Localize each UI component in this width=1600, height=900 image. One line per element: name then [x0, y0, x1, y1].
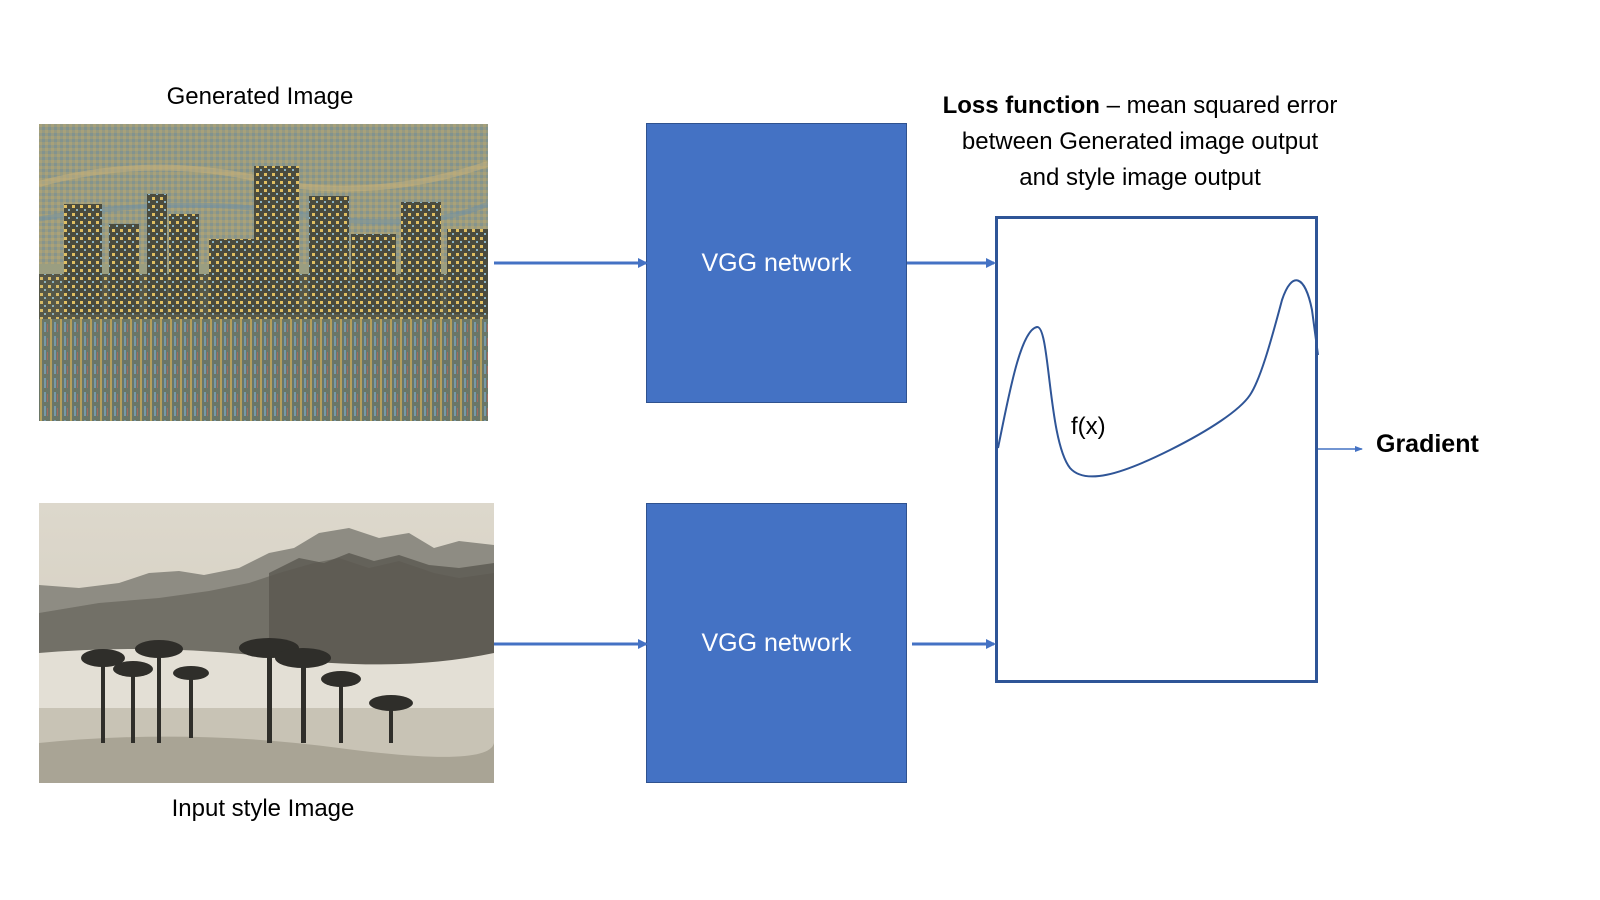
loss-desc-line1: Loss function – mean squared error	[880, 88, 1400, 124]
fx-label: f(x)	[1071, 413, 1106, 440]
loss-function-box	[995, 216, 1318, 683]
loss-function-title: Loss function	[942, 92, 1100, 119]
loss-curve	[997, 279, 1319, 478]
vgg-network-label-bottom: VGG network	[701, 628, 852, 657]
generated-image	[39, 124, 488, 421]
loss-function-description: Loss function – mean squared error betwe…	[880, 88, 1400, 196]
loss-desc-line1-rest: – mean squared error	[1099, 92, 1338, 119]
gradient-label: Gradient	[1376, 430, 1479, 458]
vgg-network-box-bottom: VGG network	[646, 503, 907, 783]
loss-desc-line3: and style image output	[1019, 164, 1261, 191]
loss-desc-line2: between Generated image output	[961, 128, 1319, 155]
style-image	[39, 503, 494, 783]
style-image-label: Input style Image	[171, 795, 355, 822]
vgg-network-label-top: VGG network	[701, 248, 852, 277]
generated-image-label: Generated Image	[166, 83, 354, 110]
